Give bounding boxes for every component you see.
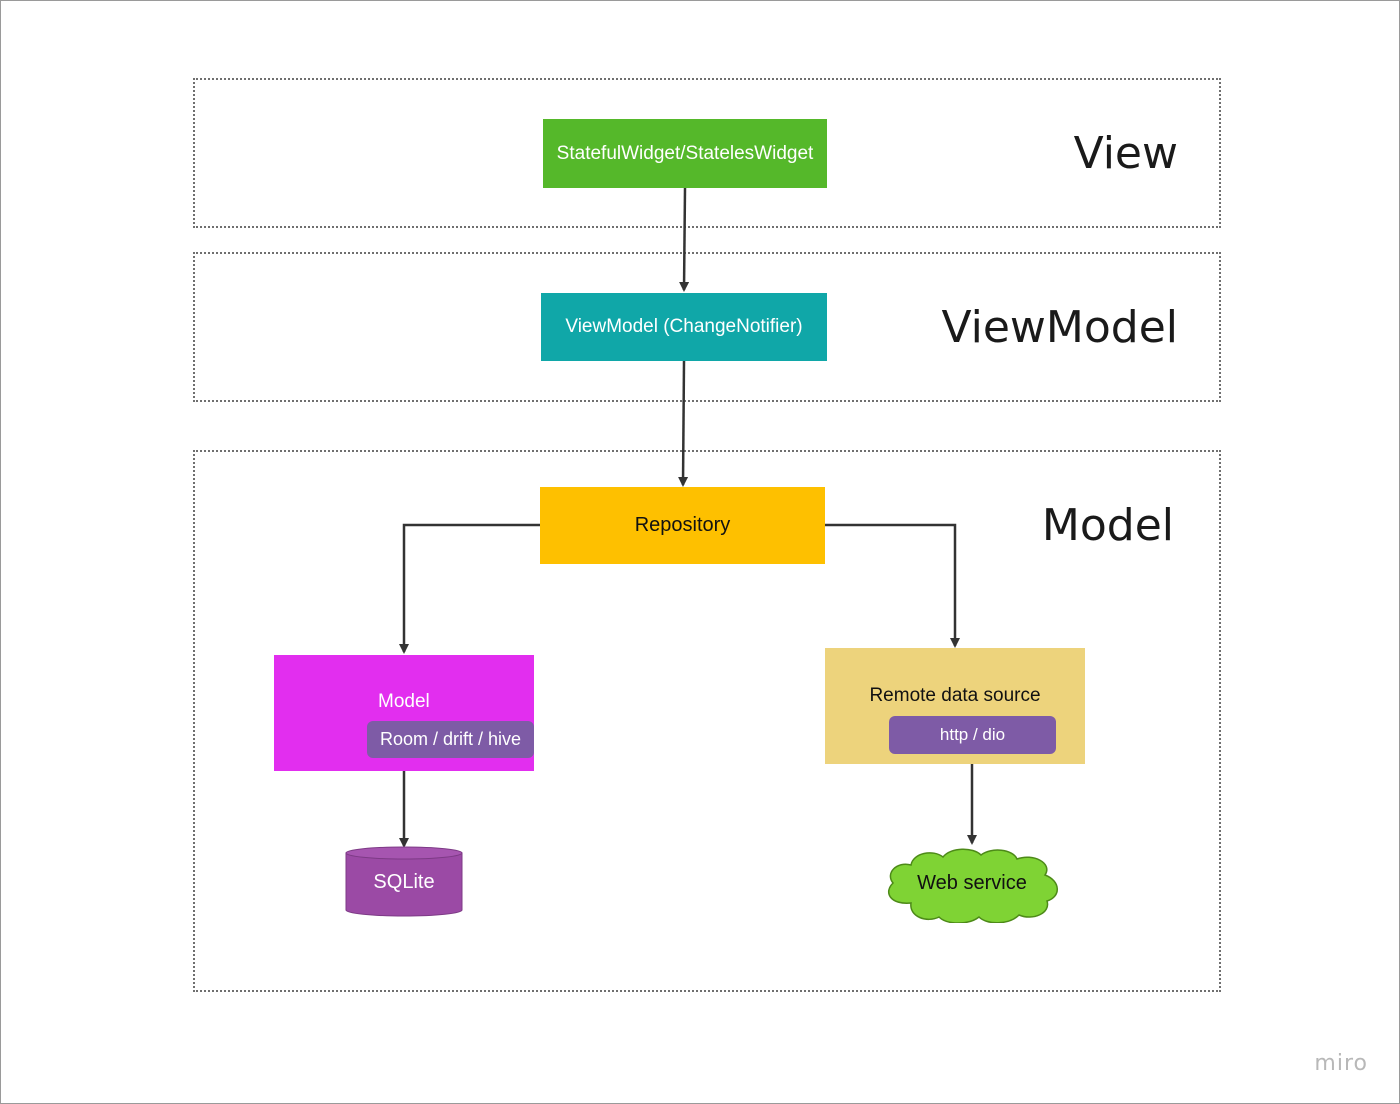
model-label: Model	[378, 691, 430, 712]
viewmodel-layer	[193, 252, 1221, 402]
viewmodel-layer-label: ViewModel	[941, 302, 1178, 353]
stateful-widget-node[interactable]: StatefulWidget/StatelesWidget	[543, 119, 827, 188]
remote-data-source-label: Remote data source	[869, 685, 1041, 706]
arrow-widget-to-viewmodel	[679, 187, 690, 292]
model-layer-label: Model	[1041, 500, 1174, 551]
remote-library-pill: http / dio	[889, 716, 1056, 754]
cloud-icon	[888, 848, 1058, 923]
repository-node[interactable]: Repository	[540, 487, 825, 564]
arrow-viewmodel-to-repository	[678, 360, 689, 487]
model-library-label: Room / drift / hive	[379, 729, 522, 749]
model-library-pill: Room / drift / hive	[367, 721, 534, 758]
stateful-widget-label: StatefulWidget/StatelesWidget	[556, 142, 814, 164]
web-service-label: Web service	[917, 872, 1027, 894]
view-layer-label: View	[1073, 128, 1178, 179]
viewmodel-label: ViewModel (ChangeNotifier)	[565, 316, 803, 337]
arrow-repository-to-remote	[825, 523, 960, 648]
sqlite-database-node[interactable]: SQLite	[345, 846, 463, 918]
web-service-node[interactable]: Web service	[881, 845, 1063, 923]
sqlite-label: SQLite	[373, 871, 435, 893]
view-layer	[193, 78, 1221, 228]
model-layer	[193, 450, 1221, 992]
miro-watermark: miro	[1314, 1051, 1368, 1076]
remote-data-source-node[interactable]: Remote data source http / dio	[825, 648, 1085, 764]
arrow-repository-to-model	[399, 523, 540, 654]
database-cylinder-icon	[345, 846, 463, 917]
model-node[interactable]: Model Room / drift / hive	[274, 655, 534, 771]
repository-label: Repository	[634, 514, 731, 536]
remote-library-label: http / dio	[939, 725, 1006, 744]
viewmodel-node[interactable]: ViewModel (ChangeNotifier)	[541, 293, 827, 361]
